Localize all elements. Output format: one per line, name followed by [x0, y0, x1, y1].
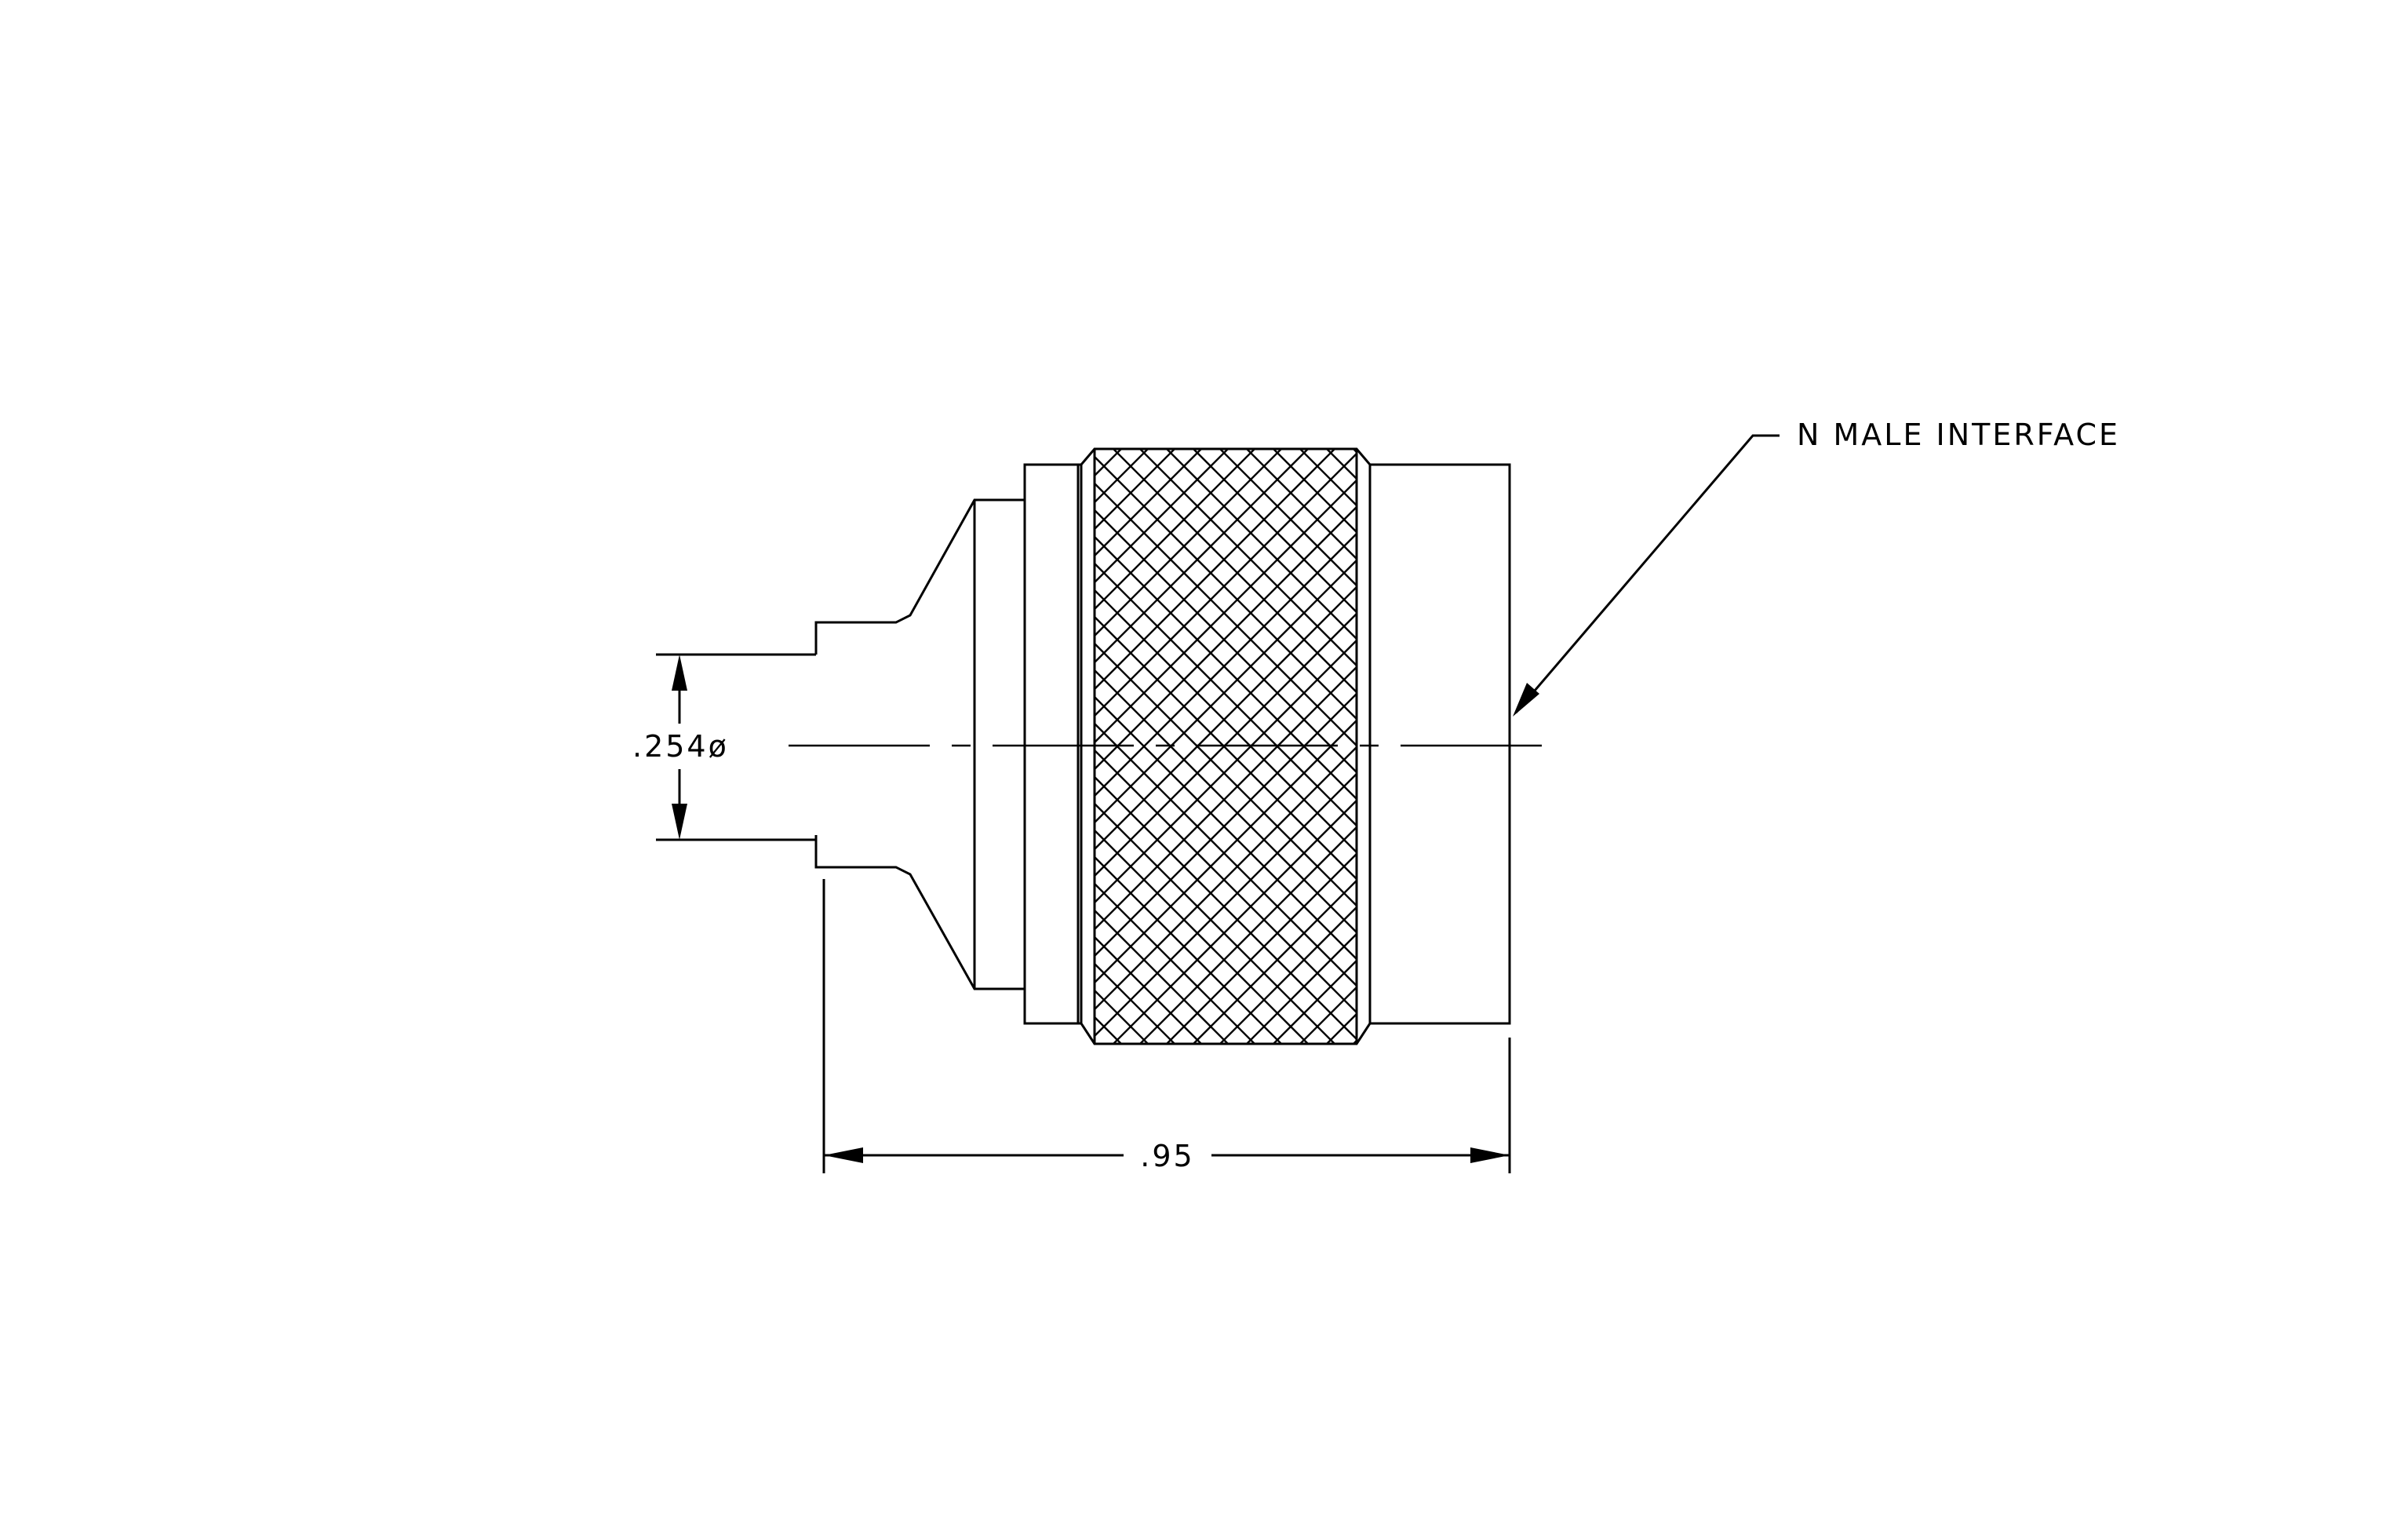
knurl-line [1727, 449, 2322, 1044]
knurl-line [1246, 449, 1357, 560]
knurl-line [1514, 449, 2108, 1044]
knurl-line [1246, 932, 1357, 1044]
knurl-line [1940, 449, 2408, 1044]
knurl-line [1674, 449, 2268, 1044]
knurl-line [1095, 802, 1335, 1044]
knurl-line [1095, 855, 1282, 1044]
knurl-line [1887, 449, 2408, 1044]
knurl-line [1487, 449, 2082, 1044]
arrow-right-icon [1470, 1147, 1510, 1163]
knurl-line [1540, 449, 2135, 1044]
knurl-line [1647, 449, 2242, 1044]
knurl-line [1834, 449, 2408, 1044]
knurl-line [1095, 829, 1309, 1044]
knurl-line [1700, 449, 2295, 1044]
arrow-left-icon [824, 1147, 863, 1163]
knurl-line [1460, 449, 2055, 1044]
interface-callout: N MALE INTERFACE [1513, 418, 2120, 717]
knurl-line [1095, 482, 1357, 747]
knurl-line [1620, 449, 2215, 1044]
knurl-line [1095, 532, 1357, 797]
knurl-line [1807, 449, 2402, 1044]
knurl-line [1514, 449, 2108, 1044]
flange-ring [1023, 463, 1080, 1025]
rear-stub [814, 498, 1025, 990]
knurl-line [1299, 449, 1357, 507]
knurl-line [1095, 746, 1357, 1011]
knurl-line [1219, 449, 1357, 587]
knurl-line [1095, 772, 1357, 1038]
knurl-line [1095, 449, 1282, 637]
knurl-line [1887, 449, 2408, 1044]
knurl-line [1487, 449, 2082, 1044]
arrow-up-icon [672, 655, 687, 691]
knurl-line [1754, 449, 2348, 1044]
knurl-line [1700, 449, 2295, 1044]
knurl-line [1567, 449, 2162, 1044]
knurl-line [1620, 449, 2215, 1044]
diameter-dimension: .254ø [632, 653, 816, 841]
knurl-line [1095, 775, 1357, 1041]
length-dimension: .95 [822, 879, 1511, 1173]
callout-label: N MALE INTERFACE [1797, 418, 2120, 452]
knurl-line [1095, 455, 1357, 720]
knurl-line [1139, 826, 1357, 1044]
knurl-line [1727, 449, 2322, 1044]
knurl-line [1594, 449, 2188, 1044]
knurl-line [1594, 449, 2188, 1044]
knurl-line [1193, 879, 1357, 1044]
knurl-line [1780, 449, 2375, 1044]
knurl-line [1095, 882, 1255, 1044]
knurl-line [1166, 852, 1357, 1044]
knurl-line [1095, 749, 1357, 1014]
knurl-line [1860, 449, 2408, 1044]
knurl-line [1095, 449, 1202, 557]
knurl-line [1095, 449, 1335, 691]
knurl-line [1219, 906, 1357, 1044]
diameter-label: .254ø [632, 729, 729, 764]
knurl-line [1095, 909, 1229, 1044]
arrow-down-icon [672, 804, 687, 840]
knurl-line [1860, 449, 2408, 1044]
knurl-line [1139, 449, 1357, 667]
knurl-line [1095, 452, 1357, 717]
knurl-line [1095, 449, 1255, 611]
knurl-line [1674, 449, 2268, 1044]
leader-arrow-icon [1513, 683, 1539, 717]
interface-body [1383, 463, 1511, 1025]
length-label: .95 [1140, 1139, 1194, 1173]
knurl-line [1095, 449, 1229, 584]
knurl-line [1647, 449, 2242, 1044]
knurl-line [1834, 449, 2408, 1044]
knurl-line [1807, 449, 2402, 1044]
knurl-line [1540, 449, 2135, 1044]
knurl-line [1113, 449, 1357, 694]
knurl-line [1095, 479, 1357, 744]
knurl-line [1940, 449, 2408, 1044]
knurl-line [1299, 986, 1357, 1044]
knurl-line [1914, 449, 2408, 1044]
knurl-line [1780, 449, 2375, 1044]
knurl-line [1095, 449, 1309, 664]
knurl-line [1914, 449, 2408, 1044]
knurl-line [1095, 936, 1202, 1044]
knurl-line [1113, 799, 1357, 1044]
knurl-line [1460, 449, 2055, 1044]
knurl-line [1754, 449, 2348, 1044]
knurl-line [1193, 449, 1357, 614]
knurl-line [1166, 449, 1357, 640]
knurl-line [1567, 449, 2162, 1044]
